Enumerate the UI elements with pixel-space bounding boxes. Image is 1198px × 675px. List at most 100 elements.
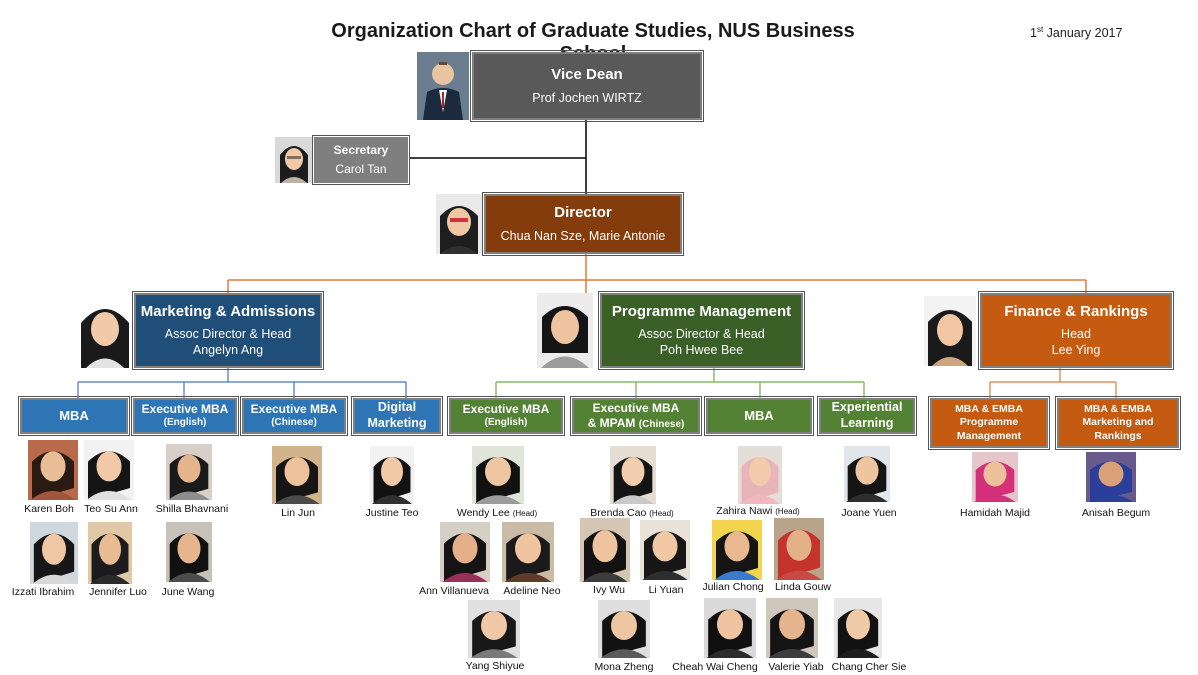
- marketing-head-photo: [78, 293, 132, 368]
- staff-photo: [88, 522, 132, 584]
- staff-photo: [610, 446, 656, 504]
- subunit-mkt-mba: MBA: [18, 396, 130, 436]
- director-box: Director Chua Nan Sze, Marie Antonie: [482, 192, 684, 256]
- staff-photo: [272, 446, 322, 504]
- staff-photo: [712, 520, 762, 580]
- staff-name: Yang Shiyue: [465, 660, 525, 672]
- subunit-pm-emba-english-sub: (English): [484, 417, 528, 429]
- director-photo: [436, 194, 482, 254]
- staff-name: Li Yuan: [648, 584, 684, 596]
- subunit-pm-emba-english-label: Executive MBA: [462, 402, 550, 417]
- staff-name: Mona Zheng: [594, 661, 654, 673]
- staff-name-head: Zahira Nawi (Head): [716, 505, 800, 517]
- finance-head-name: Lee Ying: [1051, 342, 1101, 357]
- staff-photo: [502, 522, 554, 582]
- subunit-pm-emba-mpam-lang: (Chinese): [638, 418, 685, 430]
- staff-photo: [468, 600, 520, 658]
- subunit-fin-marketing-l1: MBA & EMBA: [1084, 403, 1152, 416]
- staff-name: Valerie Yiab: [768, 661, 824, 673]
- subunit-pm-emba-mpam: Executive MBA & MPAM (Chinese): [570, 396, 702, 436]
- subunit-pm-experiential-label: Experiential: [831, 400, 903, 415]
- subunit-mkt-digital-sub: Marketing: [367, 416, 427, 430]
- finance-head-photo: [924, 296, 976, 366]
- finance-dept-title: Finance & Rankings: [1004, 302, 1148, 320]
- staff-name: Shilla Bhavnani: [155, 503, 229, 515]
- vice-dean-name: Prof Jochen WIRTZ: [532, 90, 642, 105]
- staff-photo: [834, 598, 882, 658]
- programme-dept-title: Programme Management: [611, 302, 792, 320]
- secretary-name: Carol Tan: [335, 162, 387, 176]
- staff-photo: [972, 452, 1018, 502]
- staff-name: Karen Boh: [24, 503, 74, 515]
- subunit-mkt-digital-label: Digital: [377, 400, 417, 415]
- subunit-mkt-emba-chinese-sub: (Chinese): [271, 417, 317, 429]
- staff-photo: [738, 446, 782, 504]
- subunit-pm-experiential-sub: Learning: [840, 416, 894, 430]
- subunit-mkt-emba-chinese-label: Executive MBA: [250, 402, 338, 417]
- staff-name: Lin Jun: [281, 507, 315, 519]
- staff-name: Linda Gouw: [774, 581, 832, 593]
- vice-dean-box: Vice Dean Prof Jochen WIRTZ: [470, 50, 704, 122]
- staff-name: Adeline Neo: [503, 585, 561, 597]
- subunit-pm-emba-english: Executive MBA (English): [447, 396, 565, 436]
- vice-dean-photo: [417, 52, 469, 120]
- staff-name: Teo Su Ann: [84, 503, 138, 515]
- staff-name: Jennifer Luo: [89, 586, 147, 598]
- staff-photo: [844, 446, 890, 502]
- staff-photo: [30, 522, 78, 584]
- director-name: Chua Nan Sze, Marie Antonie: [500, 228, 666, 243]
- marketing-dept-title: Marketing & Admissions: [140, 302, 316, 320]
- staff-name: Hamidah Majid: [959, 507, 1031, 519]
- staff-photo: [370, 446, 414, 504]
- subunit-pm-mba-label: MBA: [744, 407, 774, 423]
- marketing-head-role: Assoc Director & Head: [164, 327, 292, 342]
- staff-name-head: Brenda Cao (Head): [590, 507, 674, 519]
- staff-name: Julian Chong: [702, 581, 764, 593]
- subunit-mkt-emba-english-sub: (English): [163, 417, 207, 429]
- staff-name: Anisah Begum: [1081, 507, 1151, 519]
- staff-name: Ann Villanueva: [419, 585, 489, 597]
- subunit-pm-emba-mpam-sub: & MPAM: [587, 415, 636, 430]
- subunit-mkt-emba-english: Executive MBA (English): [131, 396, 239, 436]
- marketing-dept-box: Marketing & Admissions Assoc Director & …: [132, 291, 324, 370]
- staff-photo: [440, 522, 490, 582]
- staff-name: Izzati Ibrahim: [11, 586, 75, 598]
- chart-date: 1st January 2017: [1030, 25, 1123, 41]
- staff-photo: [166, 444, 212, 500]
- staff-photo: [640, 520, 690, 580]
- staff-name: Justine Teo: [365, 507, 419, 519]
- finance-dept-box: Finance & Rankings Head Lee Ying: [978, 291, 1174, 370]
- subunit-mkt-emba-chinese: Executive MBA (Chinese): [240, 396, 348, 436]
- staff-name: June Wang: [161, 586, 215, 598]
- programme-head-name: Poh Hwee Bee: [659, 342, 744, 357]
- subunit-fin-programme-l2: Programme: [959, 416, 1019, 429]
- secretary-photo: [275, 137, 313, 183]
- staff-photo: [704, 598, 756, 658]
- subunit-mkt-emba-english-label: Executive MBA: [141, 402, 229, 417]
- staff-photo: [166, 522, 212, 582]
- marketing-head-name: Angelyn Ang: [192, 342, 264, 357]
- staff-photo: [1086, 452, 1136, 502]
- director-role: Director: [554, 203, 612, 221]
- subunit-pm-experiential: Experiential Learning: [817, 396, 917, 436]
- staff-photo: [774, 518, 824, 580]
- subunit-fin-programme: MBA & EMBA Programme Management: [928, 396, 1050, 450]
- secretary-role: Secretary: [333, 143, 389, 157]
- staff-photo: [472, 446, 524, 504]
- programme-head-photo: [537, 293, 593, 368]
- finance-head-role: Head: [1061, 327, 1091, 342]
- staff-name: Ivy Wu: [593, 584, 625, 596]
- subunit-pm-mba: MBA: [704, 396, 814, 436]
- subunit-mkt-digital: Digital Marketing: [351, 396, 443, 436]
- subunit-mkt-mba-label: MBA: [59, 407, 89, 423]
- staff-name: Joane Yuen: [841, 507, 897, 519]
- subunit-pm-emba-mpam-label: Executive MBA: [592, 400, 680, 415]
- staff-photo: [598, 600, 650, 658]
- staff-photo: [766, 598, 818, 658]
- subunit-fin-marketing-l2: Marketing and: [1082, 416, 1154, 429]
- staff-name: Chang Cher Sie: [831, 661, 907, 673]
- subunit-fin-programme-l3: Management: [956, 429, 1022, 442]
- staff-photo: [28, 440, 78, 500]
- programme-dept-box: Programme Management Assoc Director & He…: [598, 291, 805, 370]
